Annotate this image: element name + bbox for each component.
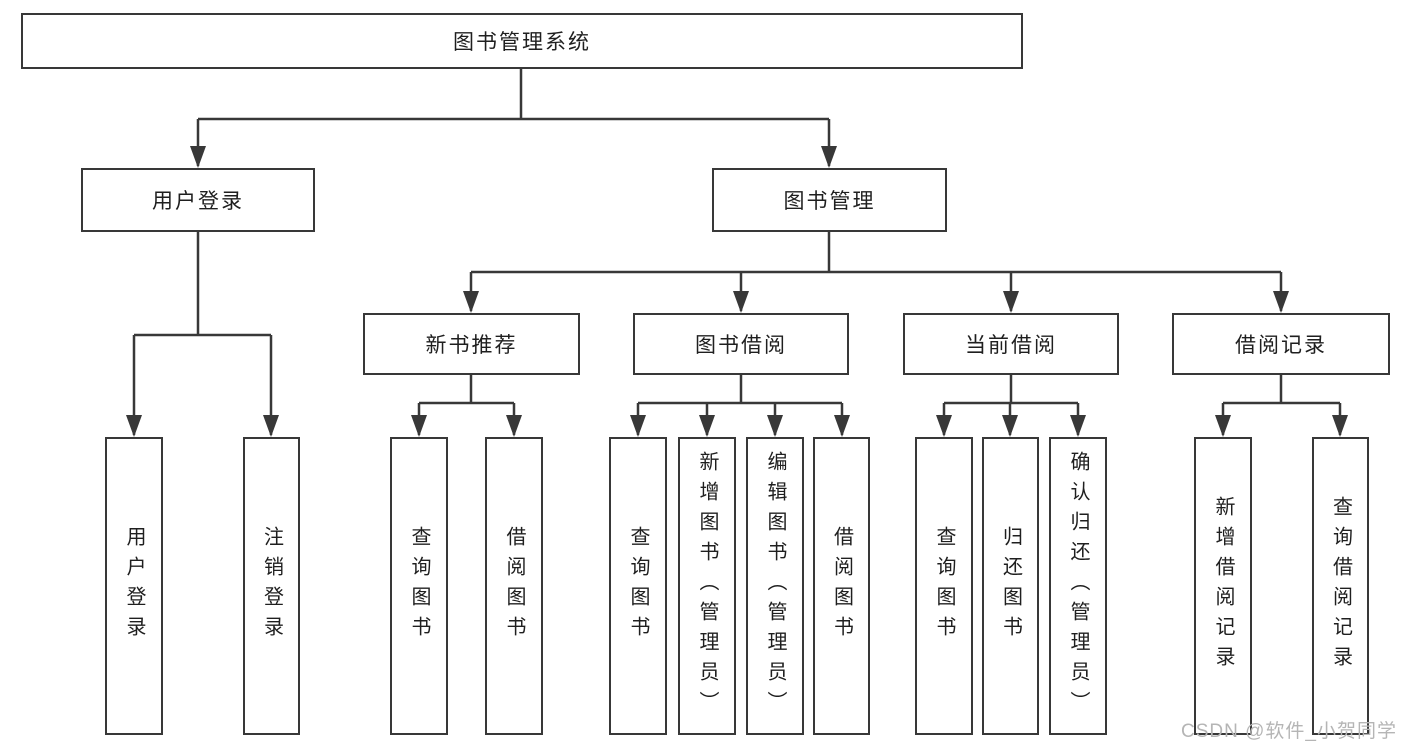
leaf-newbook-query-label: 查询图书 [408, 526, 430, 646]
leaf-current-confirm-admin-label: 确认归还（管理员） [1067, 451, 1089, 721]
connector-records-to-leaves [1221, 375, 1342, 435]
leaf-records-add: 新增借阅记录 [1194, 437, 1252, 735]
leaf-records-query: 查询借阅记录 [1312, 437, 1369, 735]
leaf-records-add-label: 新增借阅记录 [1212, 496, 1234, 676]
node-new-book-recommend-label: 新书推荐 [425, 334, 518, 357]
node-root-label: 图书管理系统 [453, 31, 591, 54]
connector-newbook-to-leaves [417, 375, 516, 435]
node-root: 图书管理系统 [21, 13, 1023, 69]
arrowheads [126, 146, 1348, 437]
leaf-current-query: 查询图书 [915, 437, 973, 735]
leaf-current-return-label: 归还图书 [999, 526, 1022, 646]
leaf-borrow-borrow: 借阅图书 [813, 437, 870, 735]
leaf-newbook-borrow-label: 借阅图书 [503, 526, 525, 646]
node-user-login-label: 用户登录 [152, 190, 244, 213]
node-book-mgmt-label: 图书管理 [783, 190, 876, 213]
connector-mgmt-to-level3 [469, 232, 1283, 311]
node-current-borrow-label: 当前借阅 [965, 334, 1057, 357]
leaf-borrow-edit-admin: 编辑图书（管理员） [746, 437, 804, 735]
leaf-borrow-query-label: 查询图书 [627, 526, 649, 646]
node-new-book-recommend: 新书推荐 [363, 313, 580, 375]
leaf-records-query-label: 查询借阅记录 [1329, 496, 1352, 676]
node-book-mgmt: 图书管理 [712, 168, 947, 232]
leaf-current-query-label: 查询图书 [933, 526, 955, 646]
node-borrow-records-label: 借阅记录 [1235, 334, 1327, 357]
leaf-borrow-borrow-label: 借阅图书 [830, 526, 853, 646]
node-user-login: 用户登录 [81, 168, 315, 232]
connector-root-to-level2 [196, 69, 831, 166]
connector-login-to-leaves [132, 232, 273, 435]
leaf-borrow-query: 查询图书 [609, 437, 667, 735]
leaf-user-login-label: 用户登录 [123, 526, 145, 646]
node-current-borrow: 当前借阅 [903, 313, 1119, 375]
leaf-user-login: 用户登录 [105, 437, 163, 735]
leaf-borrow-add-admin-label: 新增图书（管理员） [696, 451, 718, 721]
node-book-borrow: 图书借阅 [633, 313, 849, 375]
leaf-borrow-edit-admin-label: 编辑图书（管理员） [764, 451, 786, 721]
leaf-borrow-add-admin: 新增图书（管理员） [678, 437, 736, 735]
leaf-newbook-query: 查询图书 [390, 437, 448, 735]
leaf-logout-label: 注销登录 [260, 526, 283, 646]
leaf-logout: 注销登录 [243, 437, 300, 735]
leaf-newbook-borrow: 借阅图书 [485, 437, 543, 735]
node-book-borrow-label: 图书借阅 [695, 334, 787, 357]
leaf-current-confirm-admin: 确认归还（管理员） [1049, 437, 1107, 735]
node-borrow-records: 借阅记录 [1172, 313, 1390, 375]
leaf-current-return: 归还图书 [982, 437, 1039, 735]
connector-borrow-to-leaves [636, 375, 844, 435]
csdn-watermark: CSDN @软件_小贺同学 [1181, 721, 1397, 742]
